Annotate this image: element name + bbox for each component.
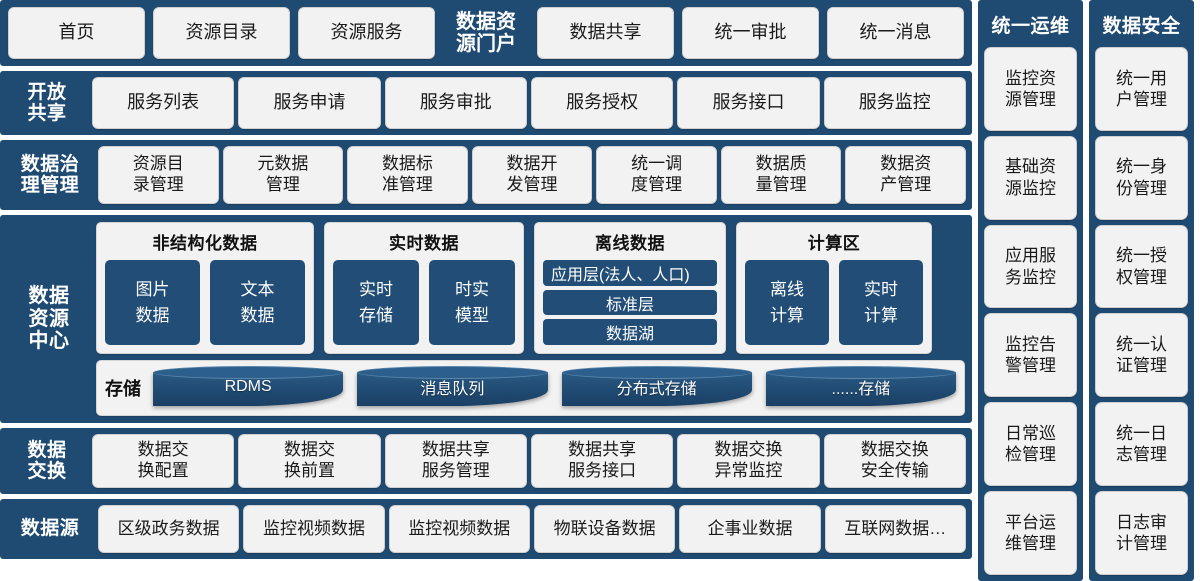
data-source-row: 数据源 区级政务数据 监控视频数据 监控视频数据 物联设备数据 企事业数据 互联… (0, 499, 972, 559)
exchange-item-secure-transfer[interactable]: 数据交换 安全传输 (823, 434, 966, 488)
cylinder-label: 消息队列 (420, 381, 485, 398)
governance-item-metadata-mgmt[interactable]: 元数据 管理 (222, 146, 344, 204)
governance-item-resource-catalog-mgmt[interactable]: 资源目 录管理 (98, 146, 219, 204)
open-share-item-service-interface[interactable]: 服务接口 (677, 77, 820, 129)
cylinder-top-icon (561, 366, 752, 379)
bar-standard-layer[interactable]: 标准层 (543, 289, 717, 316)
security-item-unified-log-mgmt[interactable]: 统一日 志管理 (1095, 402, 1188, 487)
tile-realtime-model[interactable]: 时实 模型 (429, 260, 515, 345)
panel-title-offline: 离线数据 (595, 234, 665, 253)
cylinder-top-icon (153, 366, 344, 379)
tile-offline-compute[interactable]: 离线 计算 (745, 260, 829, 345)
source-item-enterprise-data[interactable]: 企事业数据 (679, 505, 821, 553)
source-item-surveillance-video-data-2[interactable]: 监控视频数据 (388, 505, 530, 553)
ops-item-infra-resource-monitor[interactable]: 基础资 源监控 (984, 135, 1077, 220)
source-item-internet-data[interactable]: 互联网数据… (824, 505, 966, 553)
bar-application-layer[interactable]: 应用层(法人、人口) (543, 260, 717, 286)
bar-data-lake[interactable]: 数据湖 (543, 319, 717, 346)
governance-row: 数据治 理管理 资源目 录管理 元数据 管理 数据标 准管理 数据开 发管理 统… (0, 140, 972, 210)
resource-center-panels: 非结构化数据 图片 数据 文本 数据 实时数据 实时 存储 时实 模型 (96, 222, 965, 354)
storage-cylinders: RDMS 消息队列 分布式存储 (153, 366, 956, 410)
exchange-item-config[interactable]: 数据交 换配置 (92, 434, 235, 488)
tile-text-data[interactable]: 文本 数据 (210, 260, 305, 345)
tile-realtime-storage[interactable]: 实时 存储 (333, 260, 419, 345)
panel-offline-data: 离线数据 应用层(法人、人口) 标准层 数据湖 (534, 222, 726, 354)
governance-item-data-quality-mgmt[interactable]: 数据质 量管理 (720, 146, 842, 204)
cylinder-distributed-storage[interactable]: 分布式存储 (561, 366, 752, 408)
portal-row: 首页 资源目录 资源服务 数据资 源门户 数据共享 统一审批 统一消息 (0, 0, 972, 66)
cylinder-top-icon (765, 366, 956, 379)
portal-item-home[interactable]: 首页 (8, 7, 145, 59)
governance-label: 数据治 理管理 (20, 153, 80, 196)
source-item-district-gov-data[interactable]: 区级政务数据 (98, 505, 240, 553)
exchange-item-exception-monitor[interactable]: 数据交换 异常监控 (677, 434, 820, 488)
ops-column: 统一运维 监控资 源管理 基础资 源监控 应用服 务监控 监控告 警管理 日常巡… (978, 0, 1083, 581)
ops-item-platform-ops-mgmt[interactable]: 平台运 维管理 (984, 491, 1077, 575)
governance-item-unified-schedule-mgmt[interactable]: 统一调 度管理 (596, 146, 717, 204)
open-share-item-service-apply[interactable]: 服务申请 (238, 77, 381, 129)
tile-realtime-compute[interactable]: 实时 计算 (839, 260, 923, 345)
panel-body-offline: 应用层(法人、人口) 标准层 数据湖 (543, 260, 717, 346)
governance-item-data-standard-mgmt[interactable]: 数据标 准管理 (347, 146, 468, 204)
panel-body-unstructured: 图片 数据 文本 数据 (105, 260, 305, 345)
resource-center-body: 非结构化数据 图片 数据 文本 数据 实时数据 实时 存储 时实 模型 (96, 222, 965, 416)
data-exchange-label: 数据 交换 (27, 439, 67, 482)
exchange-item-frontend[interactable]: 数据交 换前置 (238, 434, 381, 488)
security-column: 数据安全 统一用 户管理 统一身 份管理 统一授 权管理 统一认 证管理 统一日… (1089, 0, 1194, 581)
cylinder-top-icon (357, 366, 548, 379)
open-share-item-service-monitoring[interactable]: 服务监控 (823, 77, 966, 129)
data-exchange-row: 数据 交换 数据交 换配置 数据交 换前置 数据共享 服务管理 数据共享 服务接… (0, 428, 972, 494)
ops-item-app-service-monitor[interactable]: 应用服 务监控 (984, 224, 1077, 309)
exchange-item-share-service-interface[interactable]: 数据共享 服务接口 (530, 434, 674, 488)
ops-item-daily-inspection-mgmt[interactable]: 日常巡 检管理 (984, 402, 1077, 487)
panel-body-realtime: 实时 存储 时实 模型 (333, 260, 515, 345)
cylinder-other-storage[interactable]: ......存储 (765, 366, 956, 408)
cylinder-label: RDMS (224, 378, 272, 395)
panel-compute-zone: 计算区 离线 计算 实时 计算 (736, 222, 932, 354)
security-column-title: 数据安全 (1102, 16, 1181, 37)
panel-spacer (942, 222, 965, 354)
security-item-unified-authorization-mgmt[interactable]: 统一授 权管理 (1095, 224, 1188, 309)
portal-item-resource-service[interactable]: 资源服务 (298, 7, 435, 59)
cylinder-message-queue[interactable]: 消息队列 (357, 366, 548, 408)
ops-column-title: 统一运维 (991, 16, 1070, 37)
panel-body-compute: 离线 计算 实时 计算 (745, 260, 923, 345)
security-item-log-audit-mgmt[interactable]: 日志审 计管理 (1095, 491, 1188, 575)
storage-label: 存储 (105, 379, 141, 399)
portal-item-resource-catalog[interactable]: 资源目录 (153, 7, 290, 59)
ops-item-alarm-mgmt[interactable]: 监控告 警管理 (984, 313, 1077, 398)
open-share-item-service-authorization[interactable]: 服务授权 (530, 77, 674, 129)
main-stack: 首页 资源目录 资源服务 数据资 源门户 数据共享 统一审批 统一消息 开放 共… (0, 0, 972, 559)
tile-image-data[interactable]: 图片 数据 (105, 260, 200, 345)
data-source-label: 数据源 (20, 518, 80, 540)
source-item-surveillance-video-data-1[interactable]: 监控视频数据 (243, 505, 385, 553)
portal-item-unified-approval[interactable]: 统一审批 (682, 7, 819, 59)
resource-center-label: 数据 资源 中心 (28, 285, 70, 353)
governance-item-data-asset-mgmt[interactable]: 数据资 产管理 (845, 146, 967, 204)
ops-item-monitor-resource-mgmt[interactable]: 监控资 源管理 (984, 47, 1077, 131)
source-item-iot-device-data[interactable]: 物联设备数据 (533, 505, 676, 553)
open-share-row: 开放 共享 服务列表 服务申请 服务审批 服务授权 服务接口 服务监控 (0, 71, 972, 135)
portal-item-data-sharing[interactable]: 数据共享 (537, 7, 674, 59)
open-share-item-service-approval[interactable]: 服务审批 (384, 77, 527, 129)
storage-strip: 存储 RDMS 消息队列 (96, 360, 965, 416)
portal-item-unified-message[interactable]: 统一消息 (827, 7, 964, 59)
cylinder-label: ......存储 (831, 381, 891, 398)
open-share-label: 开放 共享 (27, 81, 67, 124)
portal-title: 数据资 源门户 (456, 11, 516, 55)
resource-center-row: 数据 资源 中心 非结构化数据 图片 数据 文本 数据 实时数据 (0, 215, 972, 423)
exchange-item-share-service-mgmt[interactable]: 数据共享 服务管理 (384, 434, 527, 488)
panel-title-compute: 计算区 (807, 234, 861, 253)
cylinder-label: 分布式存储 (616, 381, 697, 398)
security-item-unified-identity-mgmt[interactable]: 统一身 份管理 (1095, 135, 1188, 220)
governance-item-data-dev-mgmt[interactable]: 数据开 发管理 (471, 146, 593, 204)
panel-title-realtime: 实时数据 (389, 234, 459, 253)
panel-title-unstructured: 非结构化数据 (152, 234, 258, 253)
security-item-unified-authentication-mgmt[interactable]: 统一认 证管理 (1095, 313, 1188, 398)
open-share-item-service-list[interactable]: 服务列表 (92, 77, 235, 129)
panel-unstructured-data: 非结构化数据 图片 数据 文本 数据 (96, 222, 314, 354)
panel-realtime-data: 实时数据 实时 存储 时实 模型 (324, 222, 524, 354)
security-item-unified-user-mgmt[interactable]: 统一用 户管理 (1095, 47, 1188, 131)
cylinder-rdms[interactable]: RDMS (153, 366, 344, 408)
